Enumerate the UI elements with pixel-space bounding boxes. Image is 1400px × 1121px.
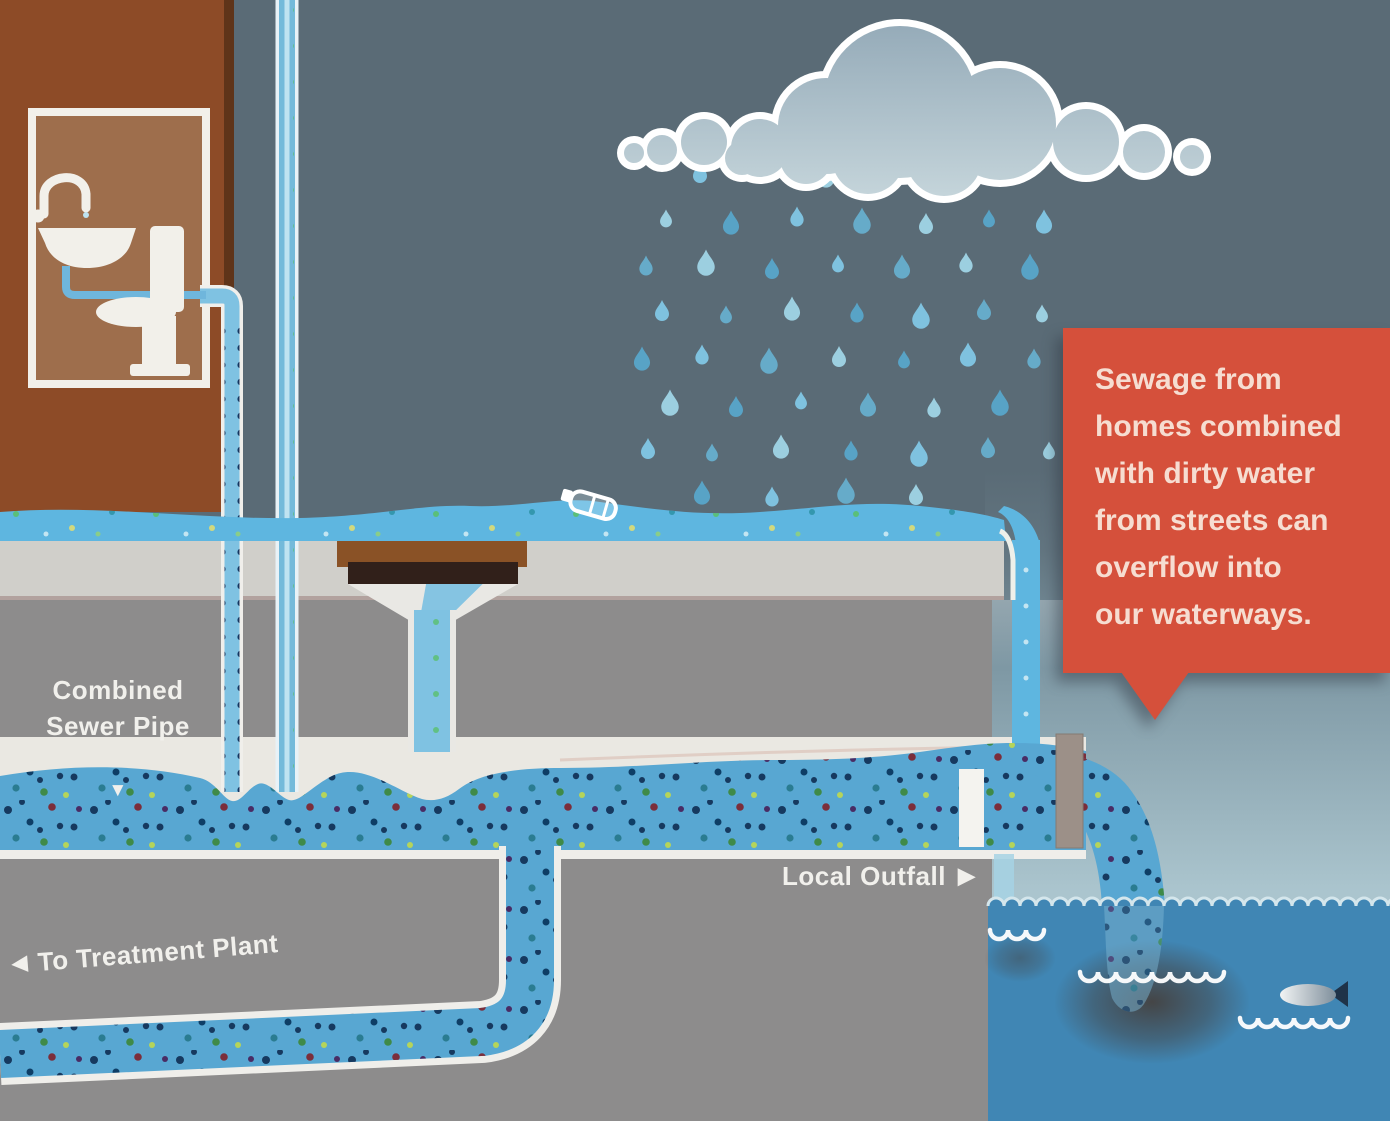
curb-inlet-slot	[348, 562, 518, 584]
sink-icon	[38, 228, 136, 268]
callout-box: Sewage from homes combined with dirty wa…	[1063, 328, 1392, 673]
arrow-right-icon: ▶	[957, 863, 976, 888]
rain-cloud-icon	[617, 19, 1211, 203]
sewer-floor-ledge	[558, 850, 1086, 859]
wave-icon	[1077, 969, 1227, 984]
sink-drain-line	[62, 266, 206, 299]
callout-tail	[1121, 672, 1189, 720]
wave-icon	[987, 927, 1047, 942]
sewer-floor	[0, 850, 502, 859]
local-outfall-label: Local Outfall ▶	[782, 858, 975, 894]
toilet-icon	[96, 226, 190, 376]
pollution-plume-small	[984, 934, 1056, 982]
rain-drops-icon	[633, 159, 1055, 507]
local-outfall-label-text: Local Outfall	[782, 861, 946, 891]
fish-icon	[1280, 981, 1348, 1007]
outfall-gate	[1055, 733, 1084, 849]
storm-drain	[337, 540, 527, 752]
floating-bottle-icon	[560, 488, 618, 521]
faucet-icon	[39, 173, 91, 219]
wave-icon	[1237, 1015, 1351, 1030]
house-wall-shadow	[224, 0, 234, 512]
callout-text: Sewage from homes combined with dirty wa…	[1095, 363, 1342, 631]
street-runoff-water	[0, 500, 1040, 758]
waterway	[984, 896, 1400, 1121]
callout-bubble: Sewage from homes combined with dirty wa…	[1063, 328, 1392, 728]
home-sewer-pipe	[200, 285, 243, 792]
bathroom-fixtures	[31, 173, 206, 376]
arrow-left-icon: ◀	[11, 951, 29, 975]
combined-sewer-pipe-label: Combined Sewer Pipe ▼	[26, 636, 210, 836]
page-edge-margin	[1390, 0, 1400, 1121]
combined-sewer-pipe-label-text: Combined Sewer Pipe	[46, 675, 190, 741]
arrow-down-icon: ▼	[108, 780, 128, 801]
outfall-weir	[959, 769, 984, 847]
pollution-plume	[1054, 940, 1250, 1064]
